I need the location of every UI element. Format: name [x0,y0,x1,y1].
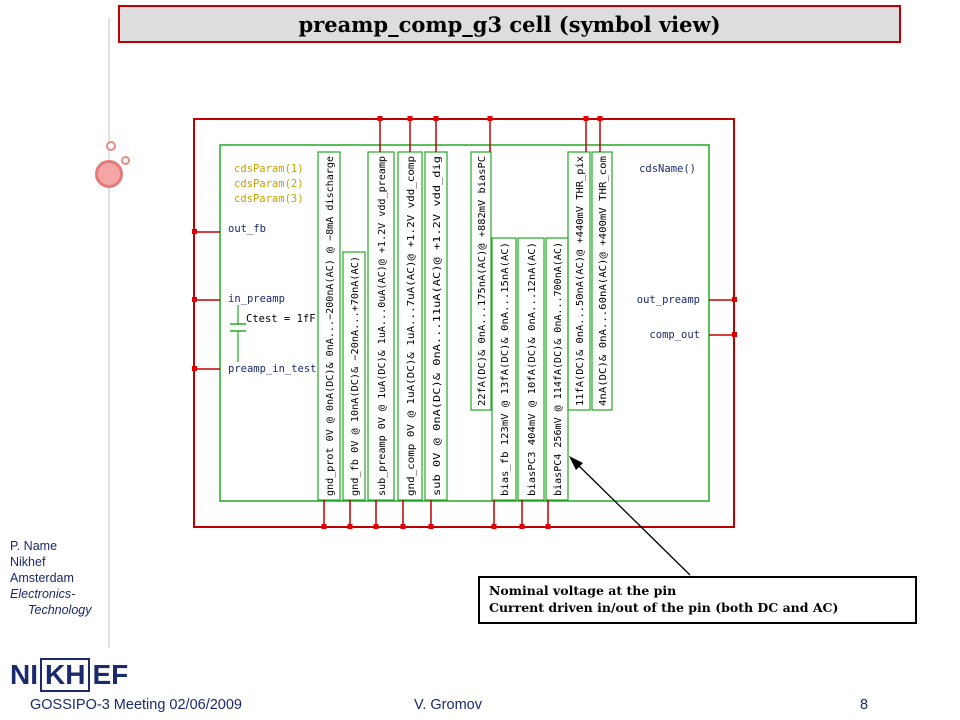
pin-label-comp-out: comp_out [649,329,700,341]
pin-column-spec-text: biasPC3 404mV @ 10fA(DC)& 0nA...12nA(AC) [527,242,538,496]
pin-column-spec-text: 22fA(DC)& 0nA...175nA(AC)@ +882mV biasPC [477,156,488,406]
pin-column-frame [591,151,613,411]
pin-column-frame [470,151,492,411]
left-pin-preamp-in-test [192,366,220,371]
left-divider-line [108,18,110,648]
logo-text-boxed: KH [40,658,91,692]
top-pin-square [377,116,383,121]
bottom-pin-square [400,524,406,529]
author-city: Amsterdam [10,571,74,585]
top-pin-square [597,116,603,121]
pin-column-spec-text: sub 0V @ 0nA(DC)& 0nA...11uA(AC)@ +1.2V … [432,156,443,496]
pin-label-in-preamp: in_preamp [228,293,285,305]
pin-column-frame [567,151,591,411]
author-org: Nikhef [10,555,46,569]
pin-column-frame [342,251,366,501]
cap-value-label: Ctest = 1fF [246,313,316,325]
pin-column-spec-text: 11fA(DC)& 0nA...50nA(AC)@ +440mV THR_pix [575,156,586,406]
logo-text-post: EF [92,659,129,690]
bottom-pin-square [428,524,434,529]
bottom-pin-square [519,524,525,529]
bottom-pin-square [347,524,353,529]
pin-column-frame [491,237,517,501]
pin-label-out-fb: out_fb [228,223,266,235]
slide-title: preamp_comp_g3 cell (symbol view) [298,11,721,37]
top-pin-square [407,116,413,121]
bottom-pin-square [545,524,551,529]
cds-param-3: cdsParam(3) [234,193,304,205]
pin-column-spec-text: gnd_comp 0V @ 1uA(DC)& 1uA...7uA(AC)@ +1… [406,156,417,496]
bottom-pin-square [321,524,327,529]
left-pin-in-preamp [192,297,220,302]
footer-presenter: V. Gromov [414,697,482,713]
pin-column-frame [317,151,341,501]
annotation-line-current: Current driven in/out of the pin (both D… [489,600,839,615]
pin-label-out-preamp: out_preamp [637,294,700,306]
author-dept-2: Technology [28,603,92,617]
slide-title-box: preamp_comp_g3 cell (symbol view) [118,5,901,43]
footer-meeting: GOSSIPO-3 Meeting 02/06/2009 [30,697,242,713]
pin-label-preamp-in-test: preamp_in_test [228,363,317,375]
pin-column-spec-text: 4nA(DC)& 0nA...60nA(AC)@ +400mV THR_com [598,156,609,406]
footer-page-number: 8 [860,697,869,713]
cds-name-label: cdsName() [639,163,696,175]
decor-bubble-small [106,141,116,151]
symbol-body-outline [219,144,710,502]
top-pin-square [583,116,589,121]
symbol-outer-frame [193,118,735,528]
pin-column-spec-text: gnd_fb 0V @ 10nA(DC)& −20nA...+70nA(AC) [350,256,361,496]
test-capacitor-symbol [230,305,246,362]
author-dept-1: Electronics- [10,587,76,601]
decor-bubble-large [95,160,123,188]
pin-columns: gnd_prot 0V @ 0nA(DC)& 0nA...−200nA(AC) … [317,116,613,529]
pin-column-spec-text: biasPC4 256mV @ 114fA(DC)& 0nA...700nA(A… [553,242,564,496]
cds-param-2: cdsParam(2) [234,178,304,190]
author-name: P. Name [10,539,58,553]
cds-param-1: cdsParam(1) [234,163,304,175]
bottom-pin-square [373,524,379,529]
author-block: P. Name Nikhef Amsterdam Electronics- Te… [10,538,91,618]
top-pin-square [433,116,439,121]
bottom-pin-square [491,524,497,529]
pin-column-spec-text: gnd_prot 0V @ 0nA(DC)& 0nA...−200nA(AC) … [325,156,336,496]
annotation-box: Nominal voltage at the pin Current drive… [478,576,917,624]
left-pin-out-fb [192,229,220,234]
top-pin-square [487,116,493,121]
pin-column-frame [367,151,395,501]
pin-column-spec-text: bias_fb 123mV @ 13fA(DC)& 0nA...15nA(AC) [500,242,511,496]
annotation-line-voltage: Nominal voltage at the pin [489,583,677,598]
pin-column-frame [517,237,545,501]
logo-text-pre: NI [10,659,38,690]
right-pin-comp-out [709,332,737,337]
pin-column-spec-text: sub_preamp 0V @ 1uA(DC)& 1uA...0uA(AC)@ … [377,156,388,496]
decor-bubble-tiny [121,156,130,165]
right-pin-out-preamp [709,297,737,302]
